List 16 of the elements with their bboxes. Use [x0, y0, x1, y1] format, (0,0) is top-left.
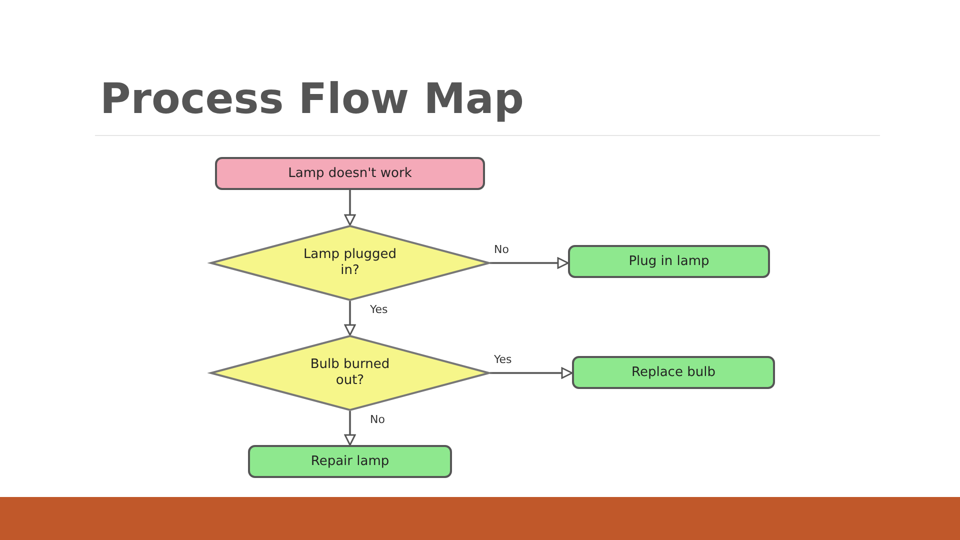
decision-text: Bulb burned out?	[309, 357, 391, 389]
slide-title: Process Flow Map	[100, 74, 524, 123]
edge-label: No	[368, 413, 387, 426]
edge-label: Yes	[368, 303, 390, 316]
edge-label: Yes	[492, 353, 514, 366]
edge-label: No	[492, 243, 511, 256]
process-box: Lamp doesn't work	[215, 157, 485, 190]
arrow	[490, 257, 569, 269]
process-box: Plug in lamp	[568, 245, 770, 278]
arrow	[344, 411, 356, 446]
process-box: Repair lamp	[248, 445, 452, 478]
arrow	[490, 367, 573, 379]
process-box: Replace bulb	[572, 356, 775, 389]
arrow	[344, 301, 356, 336]
arrow	[344, 190, 356, 226]
decision-text: Lamp plugged in?	[302, 247, 398, 279]
